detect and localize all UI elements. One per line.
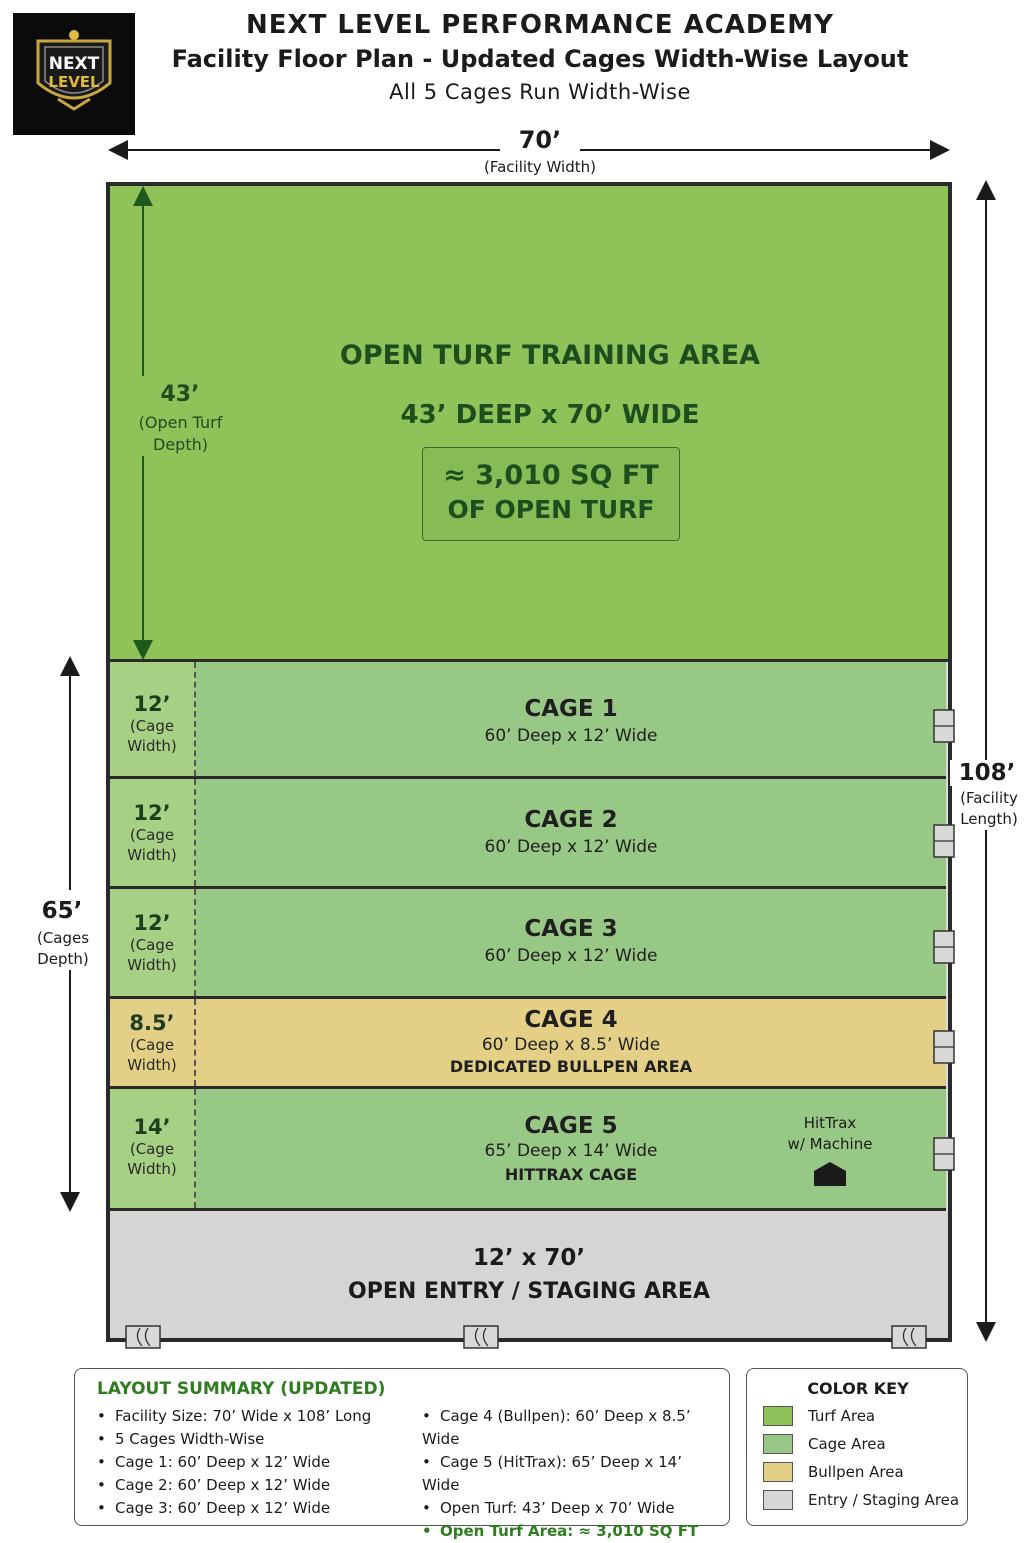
academy-logo: NEXT LEVEL — [13, 13, 135, 135]
summary-item: Cage 2: 60’ Deep x 12’ Wide — [97, 1474, 427, 1497]
cages-depth-value: 65’ — [41, 898, 83, 924]
color-key-panel: COLOR KEY Turf Area Cage Area Bullpen Ar… — [746, 1368, 968, 1526]
cages-depth-label: (Cages Depth) — [36, 929, 90, 968]
entry-staging-area: 12’ x 70’ OPEN ENTRY / STAGING AREA — [110, 1211, 948, 1338]
cage-width-label: (Cage Width) — [127, 717, 177, 755]
cage-width-value: 12’ — [133, 801, 171, 825]
cage-size: 60’ Deep x 12’ Wide — [484, 726, 658, 746]
svg-text:NEXT: NEXT — [49, 54, 100, 74]
cage-width-cell: 12’ (Cage Width) — [110, 662, 196, 776]
cage-size: 60’ Deep x 8.5’ Wide — [481, 1035, 661, 1055]
cage-width-cell: 12’ (Cage Width) — [110, 779, 196, 886]
key-item-entry: Entry / Staging Area — [763, 1486, 963, 1514]
summary-item: Cage 3: 60’ Deep x 12’ Wide — [97, 1497, 427, 1520]
hittrax-label: HitTrax w/ Machine — [770, 1113, 890, 1155]
summary-list-left: Facility Size: 70’ Wide x 108’ Long 5 Ca… — [97, 1405, 427, 1520]
open-turf-area: 43’ (Open Turf Depth) OPEN TURF TRAINING… — [110, 186, 948, 662]
color-key-list: Turf Area Cage Area Bullpen Area Entry /… — [763, 1402, 963, 1514]
page-subtitle: Facility Floor Plan - Updated Cages Widt… — [171, 45, 909, 73]
turf-size: 43’ DEEP x 70’ WIDE — [400, 400, 700, 430]
gate-icon — [933, 824, 955, 858]
summary-list-right: Cage 4 (Bullpen): 60’ Deep x 8.5’ Wide C… — [422, 1405, 722, 1543]
summary-item: Cage 1: 60’ Deep x 12’ Wide — [97, 1451, 427, 1474]
layout-note: All 5 Cages Run Width-Wise — [389, 80, 691, 104]
cage-width-value: 14’ — [133, 1115, 171, 1139]
cage-swatch — [763, 1434, 793, 1454]
door-icon — [125, 1325, 161, 1349]
cage-2: 12’ (Cage Width) CAGE 2 60’ Deep x 12’ W… — [110, 779, 946, 889]
cage-5-hittrax: 14’ (Cage Width) CAGE 5 65’ Deep x 14’ W… — [110, 1089, 946, 1211]
cage-gates — [933, 709, 955, 1171]
turf-area-caption: OF OPEN TURF — [447, 495, 655, 524]
key-label: Cage Area — [808, 1435, 886, 1453]
entry-label: OPEN ENTRY / STAGING AREA — [348, 1279, 710, 1304]
key-item-bullpen: Bullpen Area — [763, 1458, 963, 1486]
cage-title: CAGE 1 — [524, 696, 618, 722]
cage-width-value: 12’ — [133, 911, 171, 935]
cage-width-label: (Cage Width) — [127, 936, 177, 974]
cage-width-cell: 14’ (Cage Width) — [110, 1089, 196, 1208]
bullpen-swatch — [763, 1462, 793, 1482]
cage-width-value: 12’ — [133, 692, 171, 716]
turf-depth-arrow — [133, 186, 153, 660]
key-label: Entry / Staging Area — [808, 1491, 960, 1509]
facility-length-label: (Facility Length) — [960, 789, 1018, 828]
summary-item: Cage 4 (Bullpen): 60’ Deep x 8.5’ Wide — [422, 1405, 722, 1451]
turf-area-sqft: ≈ 3,010 SQ FT — [443, 460, 659, 491]
entry-doors — [125, 1325, 927, 1349]
summary-item: Open Turf: 43’ Deep x 70’ Wide — [422, 1497, 722, 1520]
cage-title: CAGE 5 — [524, 1113, 618, 1139]
summary-item: 5 Cages Width-Wise — [97, 1428, 427, 1451]
door-icon — [891, 1325, 927, 1349]
turf-depth-value: 43’ — [160, 382, 200, 407]
facility-width-label: (Facility Width) — [483, 158, 596, 176]
color-key-title: COLOR KEY — [807, 1379, 909, 1398]
entry-size: 12’ x 70’ — [472, 1245, 586, 1271]
cage-size: 65’ Deep x 14’ Wide — [484, 1141, 658, 1161]
cage-title: CAGE 2 — [524, 807, 618, 833]
cage-width-label: (Cage Width) — [127, 1036, 177, 1074]
key-item-turf: Turf Area — [763, 1402, 963, 1430]
key-label: Turf Area — [808, 1407, 876, 1425]
turf-swatch — [763, 1406, 793, 1426]
hittrax-label-line1: HitTrax — [803, 1114, 857, 1132]
cage-3: 12’ (Cage Width) CAGE 3 60’ Deep x 12’ W… — [110, 889, 946, 999]
cage-width-cell: 8.5’ (Cage Width) — [110, 999, 196, 1086]
entry-swatch — [763, 1490, 793, 1510]
svg-text:LEVEL: LEVEL — [48, 73, 100, 91]
cage-1: 12’ (Cage Width) CAGE 1 60’ Deep x 12’ W… — [110, 662, 946, 779]
summary-item: Cage 5 (HitTrax): 65’ Deep x 14’ Wide — [422, 1451, 722, 1497]
cage-4-bullpen: 8.5’ (Cage Width) CAGE 4 60’ Deep x 8.5’… — [110, 999, 946, 1089]
summary-title: LAYOUT SUMMARY (UPDATED) — [97, 1379, 386, 1399]
key-label: Bullpen Area — [808, 1463, 904, 1481]
cage-note: HITTRAX CAGE — [504, 1165, 638, 1184]
summary-item-highlight: Open Turf Area: ≈ 3,010 SQ FT — [422, 1520, 722, 1543]
cage-title: CAGE 3 — [524, 916, 618, 942]
key-item-cage: Cage Area — [763, 1430, 963, 1458]
gate-icon — [933, 930, 955, 964]
gate-icon — [933, 1137, 955, 1171]
facility-width-value: 70’ — [518, 126, 562, 154]
gate-icon — [933, 709, 955, 743]
summary-item: Facility Size: 70’ Wide x 108’ Long — [97, 1405, 427, 1428]
gate-icon — [933, 1030, 955, 1064]
cage-size: 60’ Deep x 12’ Wide — [484, 837, 658, 857]
turf-area-box: ≈ 3,010 SQ FT OF OPEN TURF — [422, 447, 680, 541]
cage-width-label: (Cage Width) — [127, 1140, 177, 1178]
cage-note: DEDICATED BULLPEN AREA — [449, 1057, 693, 1076]
turf-title: OPEN TURF TRAINING AREA — [339, 340, 761, 371]
pitching-machine-icon — [814, 1162, 846, 1186]
hittrax-label-line2: w/ Machine — [787, 1135, 873, 1153]
facility-length-value: 108’ — [950, 760, 1024, 786]
cage-size: 60’ Deep x 12’ Wide — [484, 946, 658, 966]
door-icon — [463, 1325, 499, 1349]
cage-width-value: 8.5’ — [129, 1011, 175, 1035]
cage-width-cell: 12’ (Cage Width) — [110, 889, 196, 996]
page-title: NEXT LEVEL PERFORMANCE ACADEMY — [246, 10, 834, 40]
layout-summary-panel: LAYOUT SUMMARY (UPDATED) Facility Size: … — [74, 1368, 730, 1540]
cage-title: CAGE 4 — [524, 1007, 618, 1033]
turf-depth-label: (Open Turf Depth) — [138, 413, 223, 454]
cage-width-label: (Cage Width) — [127, 826, 177, 864]
